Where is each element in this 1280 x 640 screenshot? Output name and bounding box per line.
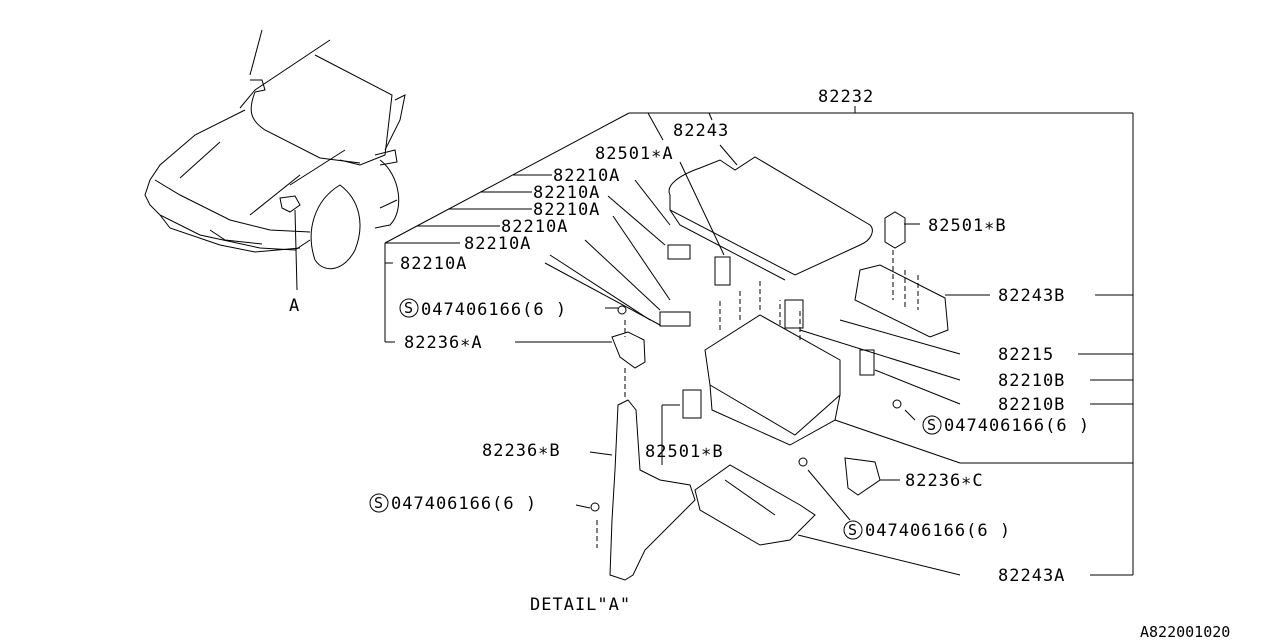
standard-symbol-1: S bbox=[404, 299, 413, 317]
label-82210A-1: 82210A bbox=[553, 166, 620, 186]
label-82215: 82215 bbox=[998, 345, 1054, 365]
drawing-id: A822001020 bbox=[1140, 623, 1230, 640]
label-bolt-1: 047406166(6 ) bbox=[421, 300, 567, 320]
label-82210A-6: 82210A bbox=[400, 254, 467, 274]
relay-82501B-top bbox=[884, 211, 906, 249]
label-82210B-2: 82210B bbox=[998, 395, 1065, 415]
label-82210B-1: 82210B bbox=[998, 371, 1065, 391]
detail-caption: DETAIL"A" bbox=[530, 595, 631, 615]
label-82501B-top: 82501∗B bbox=[928, 216, 1007, 236]
bolts bbox=[590, 305, 902, 512]
fuse-box bbox=[704, 280, 841, 446]
label-82210A-3: 82210A bbox=[533, 200, 600, 220]
standard-symbol-4: S bbox=[848, 521, 857, 539]
label-bolt-2: 047406166(6 ) bbox=[944, 416, 1090, 436]
label-82236B: 82236∗B bbox=[482, 441, 561, 461]
label-bolt-3: 047406166(6 ) bbox=[391, 494, 537, 514]
label-82232: 82232 bbox=[818, 87, 874, 107]
label-82243B: 82243B bbox=[998, 286, 1065, 306]
car-illustration bbox=[144, 29, 406, 291]
standard-symbols bbox=[369, 298, 942, 540]
label-bolt-4: 047406166(6 ) bbox=[865, 521, 1011, 541]
detail-marker-label: A bbox=[289, 296, 300, 316]
bracket-82236B bbox=[596, 399, 696, 581]
label-82243A: 82243A bbox=[998, 566, 1065, 586]
bracket-82236A bbox=[611, 320, 646, 400]
bracket-82236C bbox=[844, 457, 881, 496]
label-82243: 82243 bbox=[673, 121, 729, 141]
label-82236C: 82236∗C bbox=[905, 471, 984, 491]
cover-82243A bbox=[694, 464, 816, 546]
label-82236A: 82236∗A bbox=[404, 333, 483, 353]
label-82501A: 82501∗A bbox=[595, 144, 674, 164]
standard-symbol-3: S bbox=[374, 494, 383, 512]
label-82501B-bottom: 82501∗B bbox=[645, 442, 724, 462]
leader-lines bbox=[384, 106, 1134, 576]
standard-symbol-2: S bbox=[927, 416, 936, 434]
cover-82243 bbox=[668, 156, 873, 281]
fuses-82210A bbox=[659, 244, 875, 419]
cover-82243B bbox=[854, 250, 949, 338]
label-82210A-5: 82210A bbox=[464, 234, 531, 254]
label-82210A-4: 82210A bbox=[501, 217, 568, 237]
label-82210A-2: 82210A bbox=[533, 183, 600, 203]
